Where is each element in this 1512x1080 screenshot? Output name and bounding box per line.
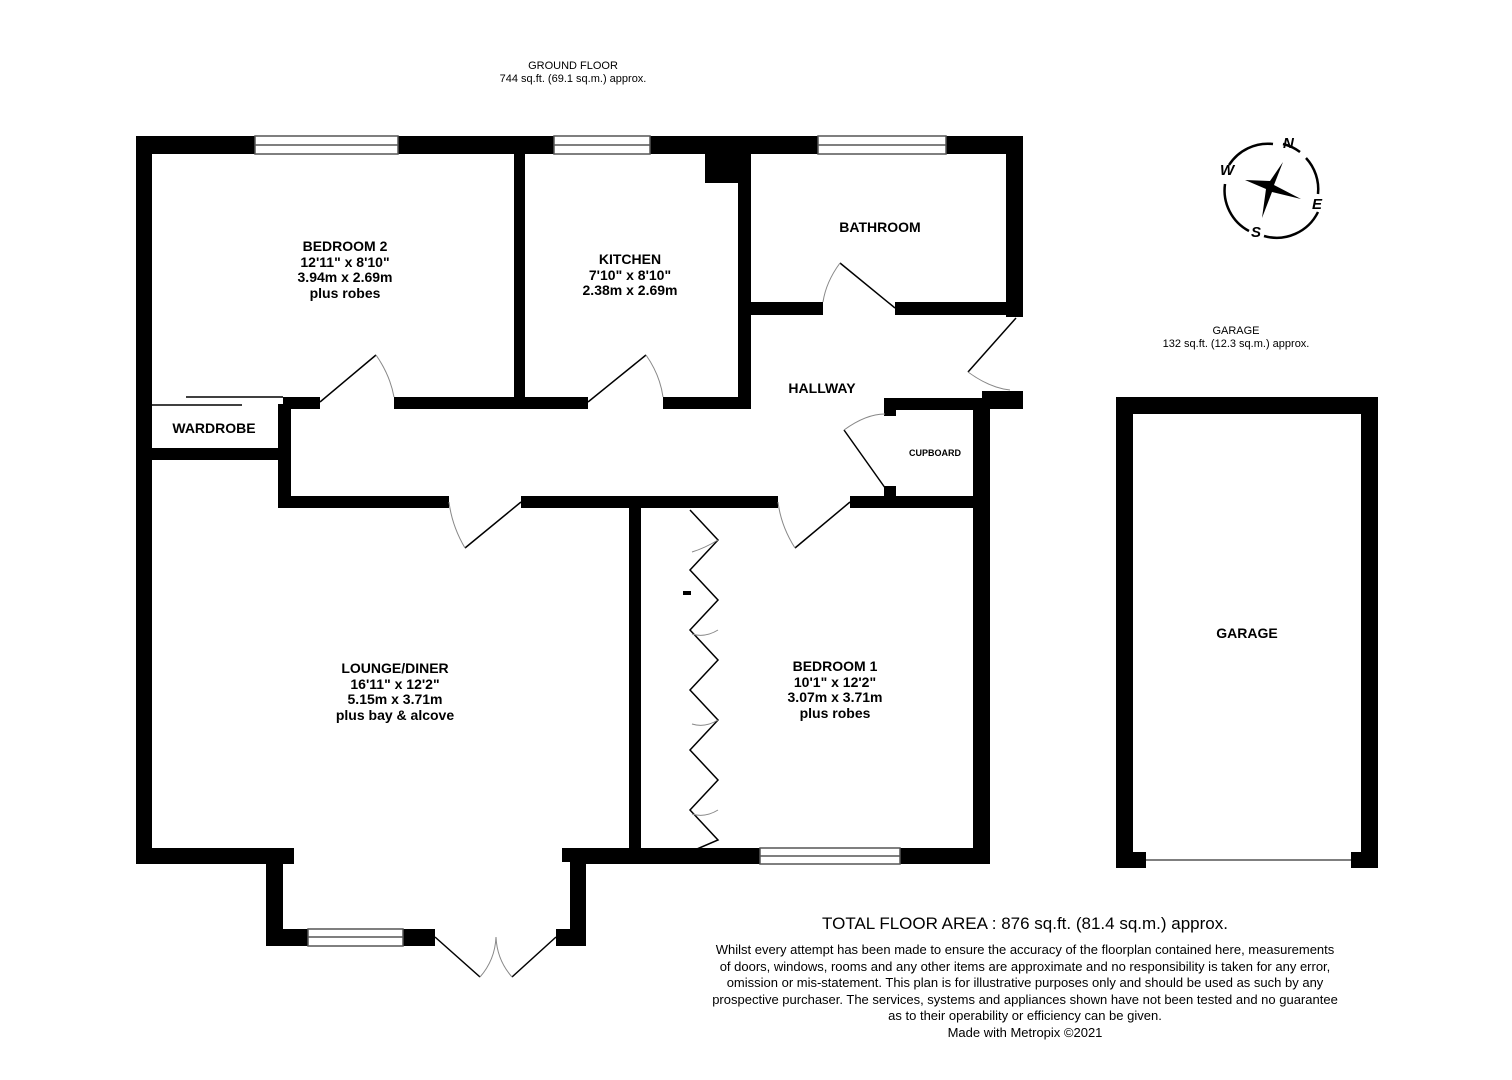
room-name: WARDROBE	[172, 420, 256, 436]
room-note: plus bay & alcove	[335, 707, 455, 724]
room-metric: 5.15m x 3.71m	[347, 691, 443, 708]
room-name: BATHROOM	[839, 219, 921, 235]
garage-walls	[1116, 397, 1378, 868]
disclaimer-line: of doors, windows, rooms and any other i…	[719, 958, 1331, 974]
room-cupboard: CUPBOARD	[896, 448, 974, 458]
wardrobe-sliding-doors	[152, 396, 283, 406]
room-lounge-diner: LOUNGE/DINER 16'11" x 12'2" 5.15m x 3.71…	[290, 660, 500, 724]
room-wardrobe: WARDROBE	[154, 420, 274, 437]
room-garage: GARAGE	[1187, 625, 1307, 642]
room-bathroom: BATHROOM	[820, 219, 940, 236]
room-metric: 2.38m x 2.69m	[582, 282, 678, 299]
garage-area: 132 sq.ft. (12.3 sq.m.) approx.	[1162, 337, 1310, 350]
compass-rose-icon	[1223, 142, 1320, 239]
room-name: BEDROOM 2	[302, 238, 388, 254]
room-name: HALLWAY	[788, 380, 856, 396]
room-imperial: 7'10" x 8'10"	[588, 266, 672, 283]
room-bedroom2: BEDROOM 2 12'11" x 8'10" 3.94m x 2.69m p…	[245, 238, 445, 302]
garage-caption: GARAGE 132 sq.ft. (12.3 sq.m.) approx.	[1130, 325, 1342, 350]
room-bedroom1: BEDROOM 1 10'1" x 12'2" 3.07m x 3.71m pl…	[755, 658, 915, 722]
compass-n-label: N	[1283, 135, 1294, 152]
ground-floor-area: 744 sq.ft. (69.1 sq.m.) approx.	[499, 72, 647, 85]
room-metric: 3.94m x 2.69m	[297, 269, 393, 286]
room-name: GARAGE	[1216, 625, 1278, 641]
disclaimer-line: Whilst every attempt has been made to en…	[715, 942, 1335, 957]
disclaimer: Whilst every attempt has been made to en…	[676, 942, 1374, 1041]
metropix-credit: Made with Metropix ©2021	[947, 1024, 1103, 1040]
room-kitchen: KITCHEN 7'10" x 8'10" 2.38m x 2.69m	[550, 251, 710, 299]
room-name: BEDROOM 1	[792, 658, 878, 674]
ground-floor-title: GROUND FLOOR	[528, 60, 618, 72]
disclaimer-line: as to their operability or efficiency ca…	[888, 1008, 1162, 1023]
room-name: CUPBOARD	[908, 448, 961, 458]
room-imperial: 10'1" x 12'2"	[793, 673, 877, 690]
windows	[254, 135, 947, 947]
garage-title: GARAGE	[1212, 325, 1260, 337]
total-floor-area: TOTAL FLOOR AREA : 876 sq.ft. (81.4 sq.m…	[822, 914, 1228, 933]
room-imperial: 16'11" x 12'2"	[350, 675, 440, 692]
room-note: plus robes	[799, 705, 871, 722]
room-imperial: 12'11" x 8'10"	[300, 253, 390, 270]
compass-s-label: S	[1251, 224, 1262, 241]
disclaimer-line: omission or mis-statement. This plan is …	[726, 975, 1324, 990]
room-metric: 3.07m x 3.71m	[787, 689, 883, 706]
doors	[319, 262, 1017, 978]
bedroom1-bifold-robe-doors	[683, 509, 720, 853]
room-name: LOUNGE/DINER	[341, 660, 449, 676]
compass-e-label: E	[1312, 196, 1323, 213]
compass-w-label: W	[1220, 162, 1235, 179]
ground-floor-caption: GROUND FLOOR 744 sq.ft. (69.1 sq.m.) app…	[470, 60, 676, 85]
room-name: KITCHEN	[598, 251, 662, 267]
disclaimer-line: prospective purchaser. The services, sys…	[712, 991, 1338, 1007]
room-note: plus robes	[309, 285, 381, 302]
room-hallway: HALLWAY	[772, 380, 872, 397]
